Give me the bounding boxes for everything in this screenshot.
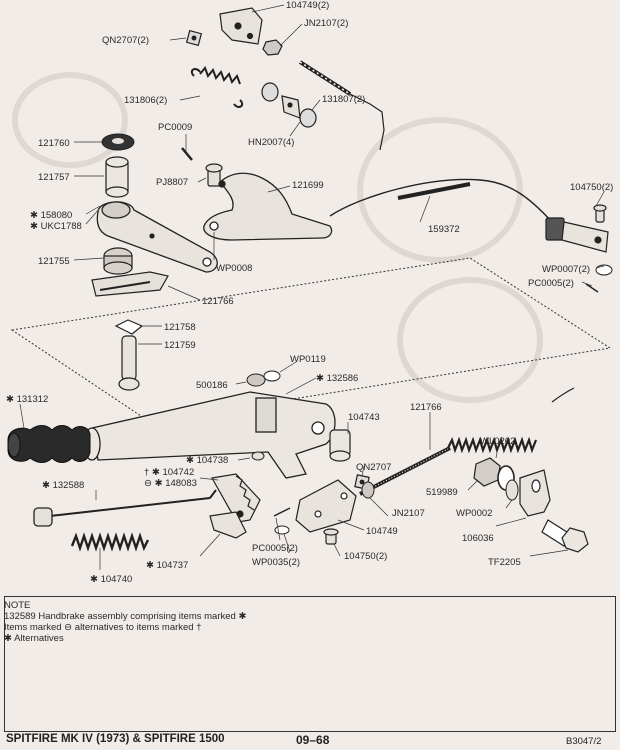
label-104742: † ✱ 104742 [144, 467, 194, 478]
pawl-rod-121766-upper [91, 271, 169, 297]
label-131312: ✱ 131312 [6, 394, 48, 405]
cable-159372 [329, 178, 553, 223]
note-line-1: 132589 Handbrake assembly comprising ite… [4, 611, 247, 622]
label-wp0007-2: WP0007(2) [542, 264, 590, 275]
handbrake-exploded-diagram: 104749(2) QN2707(2) JN2107(2) 131806(2) … [6, 0, 613, 585]
label-104740: ✱ 104740 [90, 574, 132, 585]
label-106036: 106036 [462, 533, 494, 544]
bolt-tf2205 [541, 519, 589, 553]
background-ghost-shapes [12, 72, 543, 403]
rear-clevis [545, 217, 609, 253]
washer-wp0035 [274, 525, 290, 535]
cable-upper [298, 60, 385, 151]
footer-reference: B3047/2 [566, 736, 602, 747]
clip-pc0005-top [585, 283, 599, 293]
washer-wp0119 [263, 370, 281, 382]
label-104749: 104749 [366, 526, 398, 537]
label-pc0005-2-lower: PC0005(2) [252, 543, 298, 554]
footer-page-number: 09–68 [296, 733, 330, 747]
label-132588: ✱ 132588 [42, 480, 84, 491]
label-ukc1788: ✱ UKC1788 [30, 221, 82, 232]
label-121755: 121755 [38, 256, 70, 267]
release-rod-132588 [33, 489, 217, 527]
part-labels: 104749(2) QN2707(2) JN2107(2) 131806(2) … [6, 0, 613, 585]
label-519989: 519989 [426, 487, 458, 498]
label-121766-lower: 121766 [410, 402, 442, 413]
nut-519989 [473, 457, 501, 487]
label-104737: ✱ 104737 [146, 560, 188, 571]
rollers-131807 [261, 82, 317, 128]
note-heading: NOTE [4, 600, 31, 611]
trunnion-106036 [519, 469, 551, 517]
label-104750-2: 104750(2) [570, 182, 613, 193]
pin-104738 [251, 451, 265, 461]
note-line-3: ✱ Alternatives [4, 633, 64, 644]
note-line-2: Items marked ⊖ alternatives to items mar… [4, 622, 202, 633]
leader-lines [19, 4, 605, 570]
spring-104740 [70, 532, 150, 552]
bush-121757 [105, 156, 129, 198]
label-104749-2: 104749(2) [286, 0, 329, 11]
label-wp0008: WP0008 [216, 263, 252, 274]
label-wp0035-2: WP0035(2) [252, 557, 300, 568]
pin-104750-lower [323, 528, 339, 545]
label-104750-2-lower: 104750(2) [344, 551, 387, 562]
label-wp0002: WP0002 [456, 508, 492, 519]
label-158080: ✱ 158080 [30, 210, 72, 221]
pin-104750-top [593, 204, 607, 223]
label-131806-2: 131806(2) [124, 95, 167, 106]
label-500186: 500186 [196, 380, 228, 391]
pin-pc0009 [181, 147, 193, 161]
washer-wp0002 [505, 479, 519, 501]
label-pj8807: PJ8807 [156, 177, 188, 188]
label-pc0009: PC0009 [158, 122, 192, 133]
lever-arm-158080 [96, 201, 218, 273]
ratchet-104742 [211, 473, 261, 523]
plunger-121758 [114, 319, 144, 391]
washer-500186 [246, 373, 266, 387]
pawl-104737 [209, 511, 247, 539]
clip-pc0005-lower [273, 507, 291, 517]
label-tf2205: TF2205 [488, 557, 521, 568]
bracket-104749-top [219, 7, 263, 45]
label-hn2007-4: HN2007(4) [248, 137, 294, 148]
label-121699: 121699 [292, 180, 324, 191]
label-121760: 121760 [38, 138, 70, 149]
label-wl0202: WL0202 [480, 436, 515, 447]
nut-jn2107-top [262, 39, 283, 56]
bush-121755 [103, 247, 133, 275]
label-jn2107: JN2107 [392, 508, 425, 519]
assembly-boundary [10, 257, 612, 423]
label-121758: 121758 [164, 322, 196, 333]
grip-131312 [7, 425, 91, 463]
label-104743: 104743 [348, 412, 380, 423]
clevis-104749 [295, 479, 357, 533]
label-wp0119: WP0119 [290, 354, 326, 365]
label-148083: ⊖ ✱ 148083 [144, 478, 197, 489]
label-121766-upper: 121766 [202, 296, 234, 307]
label-131807-2: 131807(2) [322, 94, 365, 105]
footer-rule [4, 731, 616, 732]
adjuster-rod-121766 [359, 387, 575, 496]
label-jn2107-2: JN2107(2) [304, 18, 348, 29]
label-159372: 159372 [428, 224, 460, 235]
spring-131806 [190, 66, 244, 108]
pin-pj8807 [205, 163, 223, 187]
label-qn2707-2: QN2707(2) [102, 35, 149, 46]
label-121757: 121757 [38, 172, 70, 183]
footer-model-title: SPITFIRE MK IV (1973) & SPITFIRE 1500 [6, 733, 225, 745]
label-pc0005-2-top: PC0005(2) [528, 278, 574, 289]
label-qn2707: QN2707 [356, 462, 391, 473]
label-104738: ✱ 104738 [186, 455, 228, 466]
nut-jn2107 [361, 481, 375, 499]
label-132586: ✱ 132586 [316, 373, 358, 384]
label-121759: 121759 [164, 340, 196, 351]
lever-121699 [203, 172, 333, 241]
spacer-104743 [329, 429, 351, 462]
washer-wp0007 [595, 264, 613, 276]
